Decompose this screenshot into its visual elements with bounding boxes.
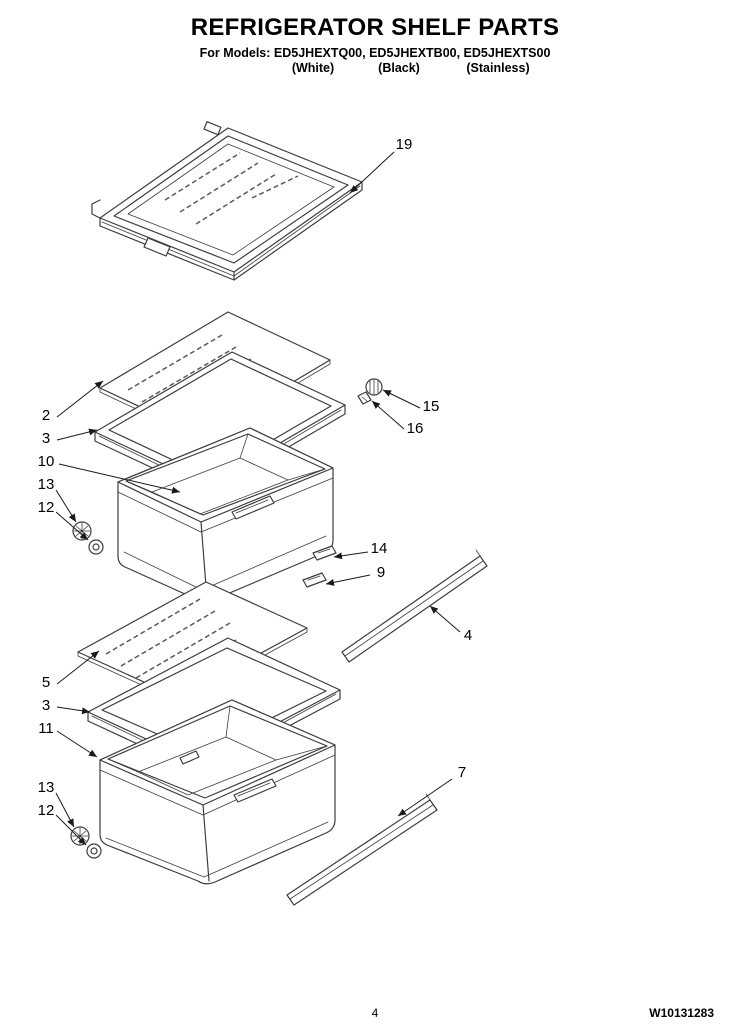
callout-2-1: 2 xyxy=(42,407,50,424)
header: REFRIGERATOR SHELF PARTS For Models: ED5… xyxy=(0,14,750,76)
callout-9-9: 9 xyxy=(377,564,385,581)
callout-labels: 19 2 3 10 13 12 15 16 14 9 4 5 3 11 13 12 7 xyxy=(38,136,473,819)
leader-line-15-6 xyxy=(382,389,421,409)
shelf-rail-4-art xyxy=(341,549,488,663)
finish-black-label: (Black) xyxy=(378,61,420,75)
crisper-drawer-10-art xyxy=(117,427,334,603)
screw-13-lower-art xyxy=(70,826,90,846)
callout-3-2: 3 xyxy=(42,430,50,447)
leader-line-4-10 xyxy=(429,605,461,633)
leader-line-7-16 xyxy=(397,778,453,817)
leader-line-19-0 xyxy=(349,151,395,194)
leader-line-12-15 xyxy=(55,814,87,846)
callout-14-8: 14 xyxy=(371,540,388,557)
callout-3-12: 3 xyxy=(42,697,50,714)
callout-16-7: 16 xyxy=(407,420,424,437)
shelf-rail-7-art xyxy=(286,793,438,906)
leader-line-11-13 xyxy=(56,730,98,758)
callout-7-16: 7 xyxy=(458,764,466,781)
crisper-drawer-11-art xyxy=(99,699,336,885)
callout-4-10: 4 xyxy=(464,627,472,644)
grommet-12-upper-art xyxy=(88,539,104,555)
shelf-assembly-19-art xyxy=(91,121,363,281)
leader-line-12-5 xyxy=(55,511,89,541)
grommet-12-lower-art xyxy=(86,843,102,859)
callout-19-0: 19 xyxy=(396,136,413,153)
clip-9-art xyxy=(302,572,327,588)
leader-lines xyxy=(55,151,461,846)
leader-line-10-3 xyxy=(58,463,181,494)
leader-line-13-4 xyxy=(55,489,77,523)
callout-13-14: 13 xyxy=(38,779,55,796)
page-title: REFRIGERATOR SHELF PARTS xyxy=(190,14,560,41)
thumbscrew-15-16-art xyxy=(357,378,383,405)
callout-5-11: 5 xyxy=(42,674,50,691)
finishes-line: (White) (Black) (Stainless) xyxy=(0,61,750,76)
callout-10-3: 10 xyxy=(38,453,55,470)
leader-line-9-9 xyxy=(325,574,371,586)
document-number: W10131283 xyxy=(649,1006,714,1020)
callout-15-6: 15 xyxy=(423,398,440,415)
models-line: For Models: ED5JHEXTQ00, ED5JHEXTB00, ED… xyxy=(199,46,551,60)
leader-line-5-11 xyxy=(56,650,100,685)
leader-line-13-14 xyxy=(55,792,75,828)
finish-white-label: (White) xyxy=(291,61,335,75)
leader-line-3-2 xyxy=(56,428,98,441)
page-number: 4 xyxy=(371,1006,379,1020)
leader-line-14-8 xyxy=(333,551,369,560)
leader-line-2-1 xyxy=(56,380,104,418)
callout-13-4: 13 xyxy=(38,476,55,493)
glass-insert-5-art xyxy=(77,581,308,703)
callout-11-13: 11 xyxy=(38,720,54,737)
callout-12-15: 12 xyxy=(38,802,55,819)
callout-12-5: 12 xyxy=(38,499,55,516)
screw-13-upper-art xyxy=(72,521,92,541)
leader-line-3-12 xyxy=(56,706,91,715)
finish-stainless-label: (Stainless) xyxy=(466,61,530,75)
leader-line-16-7 xyxy=(371,400,405,430)
